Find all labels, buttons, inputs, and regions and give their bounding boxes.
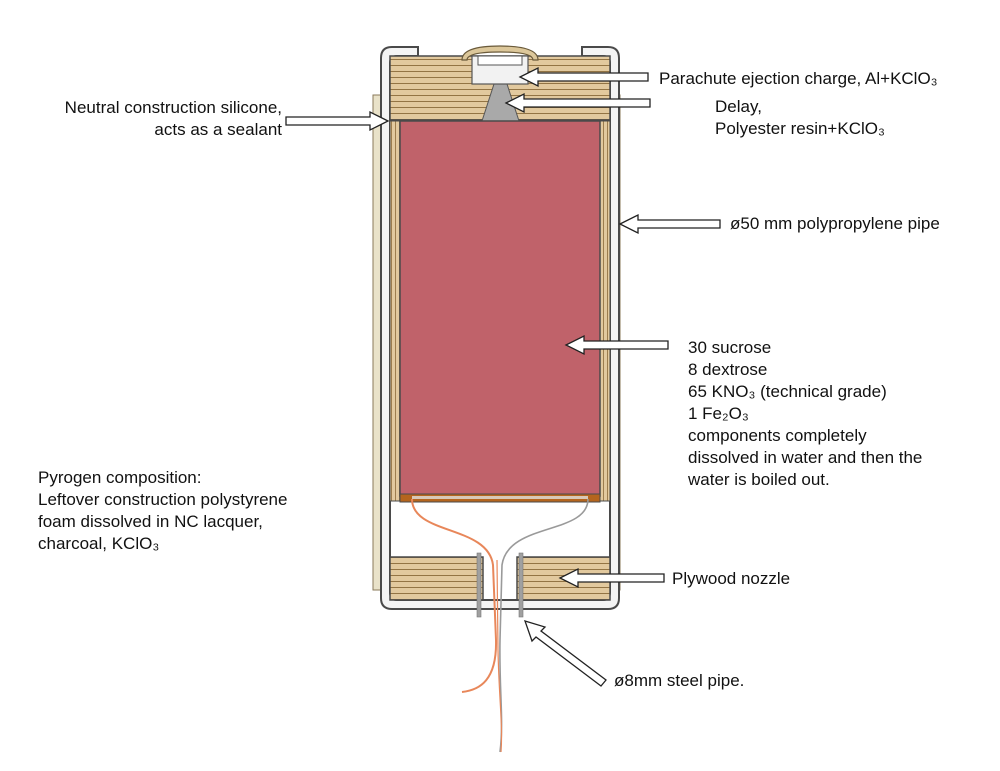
ejection-charge-top [477, 55, 523, 66]
label-nozzle-text: Plywood nozzle [672, 569, 791, 588]
pyrogen-line: foam dissolved in NC lacquer, [38, 512, 263, 531]
label-steel: ø8mm steel pipe. [614, 670, 744, 692]
igniter-wire-gray [499, 498, 589, 753]
label-delay-line: Delay, [715, 97, 762, 116]
fuel-line: 1 Fe₂O₃ [688, 404, 749, 423]
arrow-ejection [518, 66, 649, 88]
fuel-line: 65 KNO₃ (technical grade) [688, 382, 887, 401]
igniter-wire-orange-2 [496, 559, 503, 753]
arrow-fuel [564, 334, 669, 356]
pyrogen-line: Leftover construction polystyrene [38, 490, 288, 509]
fuel-line: 8 dextrose [688, 360, 768, 379]
label-pipe: ø50 mm polypropylene pipe [730, 213, 940, 235]
arrow-sealant [285, 110, 390, 132]
label-delay-line: Polyester resin+KClO₃ [715, 119, 885, 138]
label-pyrogen: Pyrogen composition: Leftover constructi… [38, 467, 287, 555]
label-sealant-line: acts as a sealant [154, 120, 282, 139]
arrow-steel [523, 620, 607, 687]
steel-pipe-right [518, 552, 524, 618]
pipe-wall-left [372, 94, 382, 591]
pyrogen-line: Pyrogen composition: [38, 468, 202, 487]
liner-right [599, 120, 611, 502]
label-delay: Delay, Polyester resin+KClO₃ [715, 96, 885, 140]
label-steel-text: ø8mm steel pipe. [614, 671, 745, 690]
label-pipe-text: ø50 mm polypropylene pipe [730, 214, 940, 233]
fuel-line: dissolved in water and then the [688, 448, 923, 467]
steel-pipe-left [476, 552, 482, 618]
label-nozzle: Plywood nozzle [672, 568, 790, 590]
ejection-cap [461, 45, 539, 61]
label-sealant: Neutral construction silicone, acts as a… [65, 97, 282, 141]
arrow-delay [504, 92, 651, 114]
label-ejection: Parachute ejection charge, Al+KClO₃ [659, 68, 938, 90]
label-sealant-line: Neutral construction silicone, [64, 98, 282, 117]
pyrogen-line: charcoal, KClO₃ [38, 534, 160, 553]
label-fuel: 30 sucrose 8 dextrose 65 KNO₃ (technical… [688, 337, 922, 491]
igniter-bridge [412, 496, 588, 499]
igniter-wire-orange [411, 498, 498, 693]
liner-left [389, 120, 401, 502]
nozzle-left [389, 556, 484, 601]
fuel-line: components completely [688, 426, 867, 445]
fuel-line: 30 sucrose [688, 338, 772, 357]
fuel-grain [399, 120, 601, 497]
arrow-pipe [618, 213, 721, 235]
fuel-line: water is boiled out. [688, 470, 830, 489]
arrow-nozzle [558, 567, 665, 589]
label-ejection-text: Parachute ejection charge, Al+KClO₃ [659, 69, 938, 88]
